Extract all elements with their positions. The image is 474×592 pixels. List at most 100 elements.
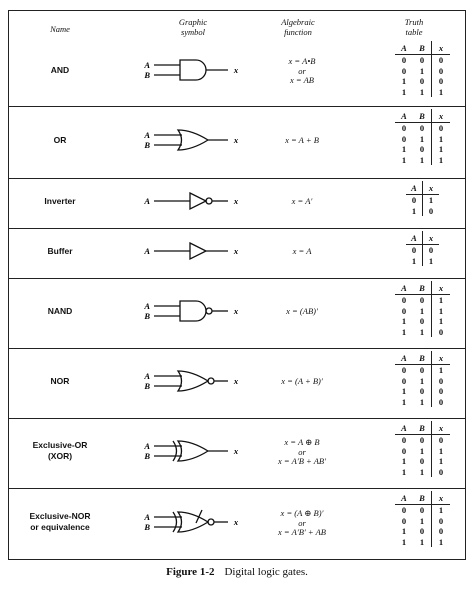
output-label: x [233, 517, 239, 527]
gate-name-line: Buffer [47, 246, 73, 256]
function-line: x = A [292, 246, 312, 256]
truth-cell: 0 [401, 505, 407, 515]
truth-cell: 0 [431, 515, 450, 526]
truth-header-B: B [413, 351, 432, 365]
truth-cell: 1 [401, 396, 407, 407]
truth-cell: 0 [419, 526, 425, 536]
truth-cell: 0 [431, 466, 450, 477]
gate-body-3 [189, 241, 208, 261]
truth-cell: 1 [431, 364, 450, 376]
row-divider [8, 348, 466, 349]
truth-header-A: A [406, 231, 423, 245]
gate-name: Exclusive-OR(XOR) [8, 440, 112, 462]
gate-name: AND [8, 65, 112, 76]
algebraic-function: x = A [256, 246, 348, 257]
function-line: or [298, 517, 306, 528]
truth-cell: 0 [431, 54, 450, 66]
input-label: A [143, 371, 150, 381]
truth-cell: 1 [419, 396, 425, 407]
truth-cell: 1 [419, 65, 425, 76]
function-line: x = A ⊕ B [284, 437, 320, 447]
truth-header-B: B [413, 109, 432, 123]
truth-cell: 1 [401, 536, 407, 547]
truth-cell: 1 [431, 294, 450, 306]
function-line: x = (A ⊕ B)′ [280, 508, 324, 518]
input-label: A [143, 441, 150, 451]
gate-body-0 [179, 59, 207, 81]
truth-cell: 0 [401, 365, 407, 375]
truth-cell: 1 [431, 144, 450, 155]
truth-header-A: A [395, 41, 413, 55]
truth-header-B: B [413, 41, 432, 55]
truth-cell: 1 [431, 305, 450, 316]
truth-cell: 0 [431, 526, 450, 537]
truth-cell: 0 [419, 76, 425, 86]
truth-cell: 1 [401, 466, 407, 477]
truth-cell: 1 [401, 154, 407, 165]
truth-cell: 0 [401, 65, 407, 76]
algebraic-function: x = (AB)′ [256, 306, 348, 317]
header-name: Name [50, 24, 70, 34]
truth-cell: 1 [419, 326, 425, 337]
gate-body-6 [176, 440, 210, 462]
truth-cell: 0 [419, 435, 425, 445]
truth-cell: 1 [411, 255, 417, 266]
truth-cell: 1 [401, 76, 407, 86]
truth-cell: 0 [419, 505, 425, 515]
output-label: x [233, 306, 239, 316]
truth-cell: 0 [431, 386, 450, 397]
truth-cell: 0 [431, 76, 450, 87]
output-label: x [233, 65, 239, 75]
truth-cell: 1 [411, 205, 417, 216]
function-line: or [298, 446, 306, 457]
truth-cell: 1 [431, 445, 450, 456]
truth-cell: 1 [422, 255, 439, 266]
truth-cell: 0 [419, 295, 425, 305]
input-label: A [143, 301, 150, 311]
truth-cell: 0 [419, 456, 425, 466]
gate-name: Inverter [8, 196, 112, 207]
gate-name: OR [8, 135, 112, 146]
truth-cell: 0 [419, 365, 425, 375]
gate-body-4 [179, 300, 207, 322]
truth-cell: 1 [401, 144, 407, 154]
row-divider [8, 488, 466, 489]
output-label: x [233, 376, 239, 386]
truth-cell: 1 [419, 375, 425, 386]
function-line: x = A′B + AB′ [278, 456, 326, 466]
truth-cell: 1 [431, 86, 450, 97]
function-line: x = A′ [291, 196, 313, 206]
header-algebraic-function: Algebraic function [281, 17, 315, 37]
truth-header-x: x [431, 421, 450, 435]
input-label: A [143, 60, 150, 70]
truth-cell: 0 [419, 123, 425, 133]
truth-cell: 0 [419, 55, 425, 65]
